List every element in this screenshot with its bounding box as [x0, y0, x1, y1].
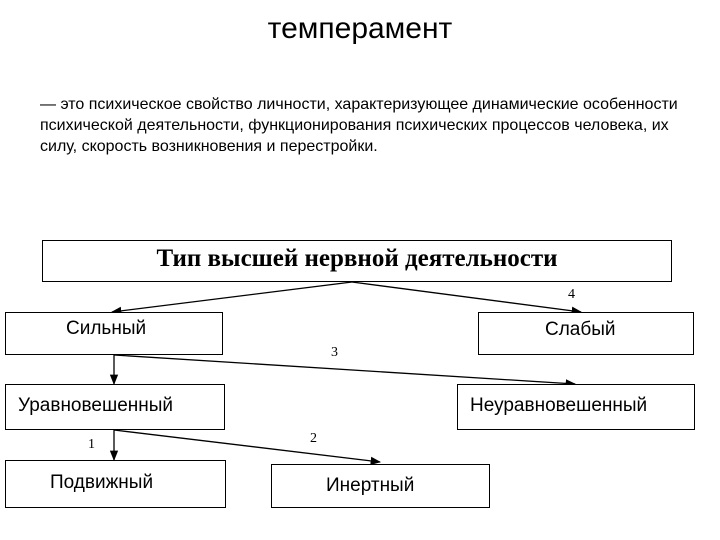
node-balanced: Уравновешенный: [5, 384, 225, 430]
node-strong-label: Сильный: [66, 318, 147, 339]
node-unbalanced: Неуравновешенный: [457, 384, 695, 430]
node-mobile-label: Подвижный: [50, 472, 154, 493]
node-inert: Инертный: [271, 464, 490, 508]
definition-text: — это психическое свойство личности, хар…: [40, 96, 678, 155]
edge-label-unbalanced: 3: [331, 345, 338, 360]
edge-root-to-strong: [110, 281, 353, 315]
edge-label-mobile: 1: [88, 437, 95, 452]
edge-root-to-weak: [351, 281, 583, 315]
node-inert-label: Инертный: [326, 475, 415, 496]
node-mobile: Подвижный: [5, 460, 226, 508]
edge-label-inert: 2: [310, 431, 317, 446]
node-root-label: Тип высшей нервной деятельности: [156, 245, 558, 272]
edge-balanced-to-inert: [113, 429, 382, 466]
page-title: темперамент: [267, 12, 453, 45]
edge-label-weak: 4: [568, 287, 575, 302]
node-unbalanced-label: Неуравновешенный: [470, 395, 648, 416]
edge-strong-to-unbalanced: [113, 354, 577, 388]
node-weak: Слабый: [478, 312, 694, 355]
node-weak-label: Слабый: [545, 319, 616, 340]
node-strong: Сильный: [5, 312, 223, 355]
node-root: Тип высшей нервной деятельности: [42, 240, 672, 282]
node-balanced-label: Уравновешенный: [18, 395, 174, 416]
